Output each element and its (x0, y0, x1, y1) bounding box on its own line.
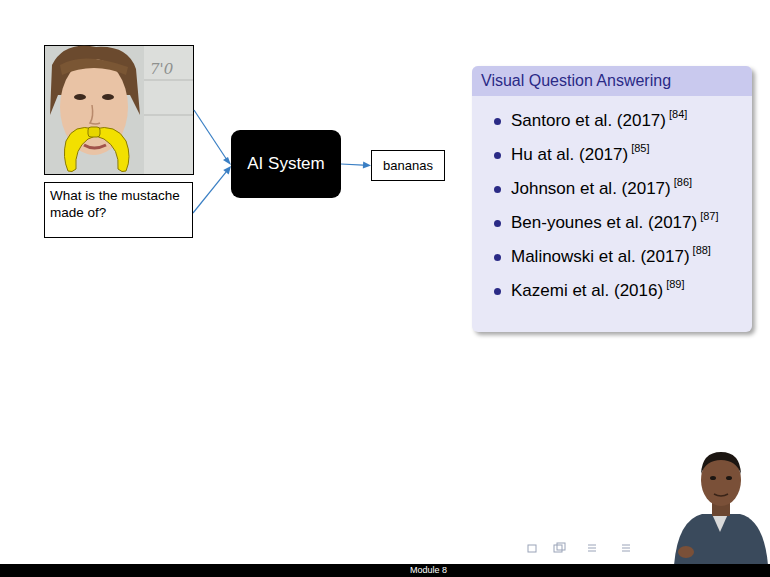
block-title: Visual Question Answering (481, 72, 743, 90)
bullet-dot (494, 220, 501, 227)
block-header: Visual Question Answering (472, 66, 752, 96)
bullet-dot (494, 254, 501, 261)
bullet-dot (494, 152, 501, 159)
node-label: bananas (383, 158, 433, 173)
reference-row: Hu at al. (2017)[85] (494, 138, 742, 172)
bullet-dot (494, 288, 501, 295)
wall-writing: 7'0 (150, 60, 173, 78)
reference-name: Ben-younes et al. (2017) (511, 213, 697, 233)
reference-name: Johnson et al. (2017) (511, 179, 671, 199)
citation-number: [87] (700, 210, 718, 222)
bullet-dot (494, 186, 501, 193)
citation-number: [84] (669, 108, 687, 120)
arrow-connector (193, 166, 231, 213)
citation-number: [86] (674, 176, 692, 188)
reference-row: Malinowski et al. (2017)[88] (494, 240, 742, 274)
reference-row: Ben-younes et al. (2017)[87] (494, 206, 742, 240)
ai-system-box: AI System (231, 130, 341, 198)
reference-row: Santoro et al. (2017)[84] (494, 104, 742, 138)
reference-name: Santoro et al. (2017) (511, 111, 666, 131)
node-label: AI System (247, 154, 324, 174)
answer-box: bananas (371, 150, 445, 181)
reference-list: Santoro et al. (2017)[84]Hu at al. (2017… (472, 96, 752, 318)
nav-symbols (520, 542, 670, 556)
reference-row: Johnson et al. (2017)[86] (494, 172, 742, 206)
citation-number: [85] (631, 142, 649, 154)
reference-row: Kazemi et al. (2016)[89] (494, 274, 742, 308)
bullet-dot (494, 118, 501, 125)
citation-number: [89] (666, 278, 684, 290)
citation-number: [88] (693, 244, 711, 256)
footer-bar (0, 564, 770, 577)
reference-name: Malinowski et al. (2017) (511, 247, 690, 267)
reference-name: Kazemi et al. (2016) (511, 281, 663, 301)
node-label: What is the mustache made of? (50, 187, 187, 221)
question-box: What is the mustache made of? (44, 182, 193, 238)
presenter-video (672, 440, 770, 565)
reference-block: Visual Question AnsweringSantoro et al. … (472, 66, 752, 332)
arrow-connector (341, 162, 371, 169)
footer-label: Module 8 (410, 564, 447, 576)
reference-name: Hu at al. (2017) (511, 145, 628, 165)
